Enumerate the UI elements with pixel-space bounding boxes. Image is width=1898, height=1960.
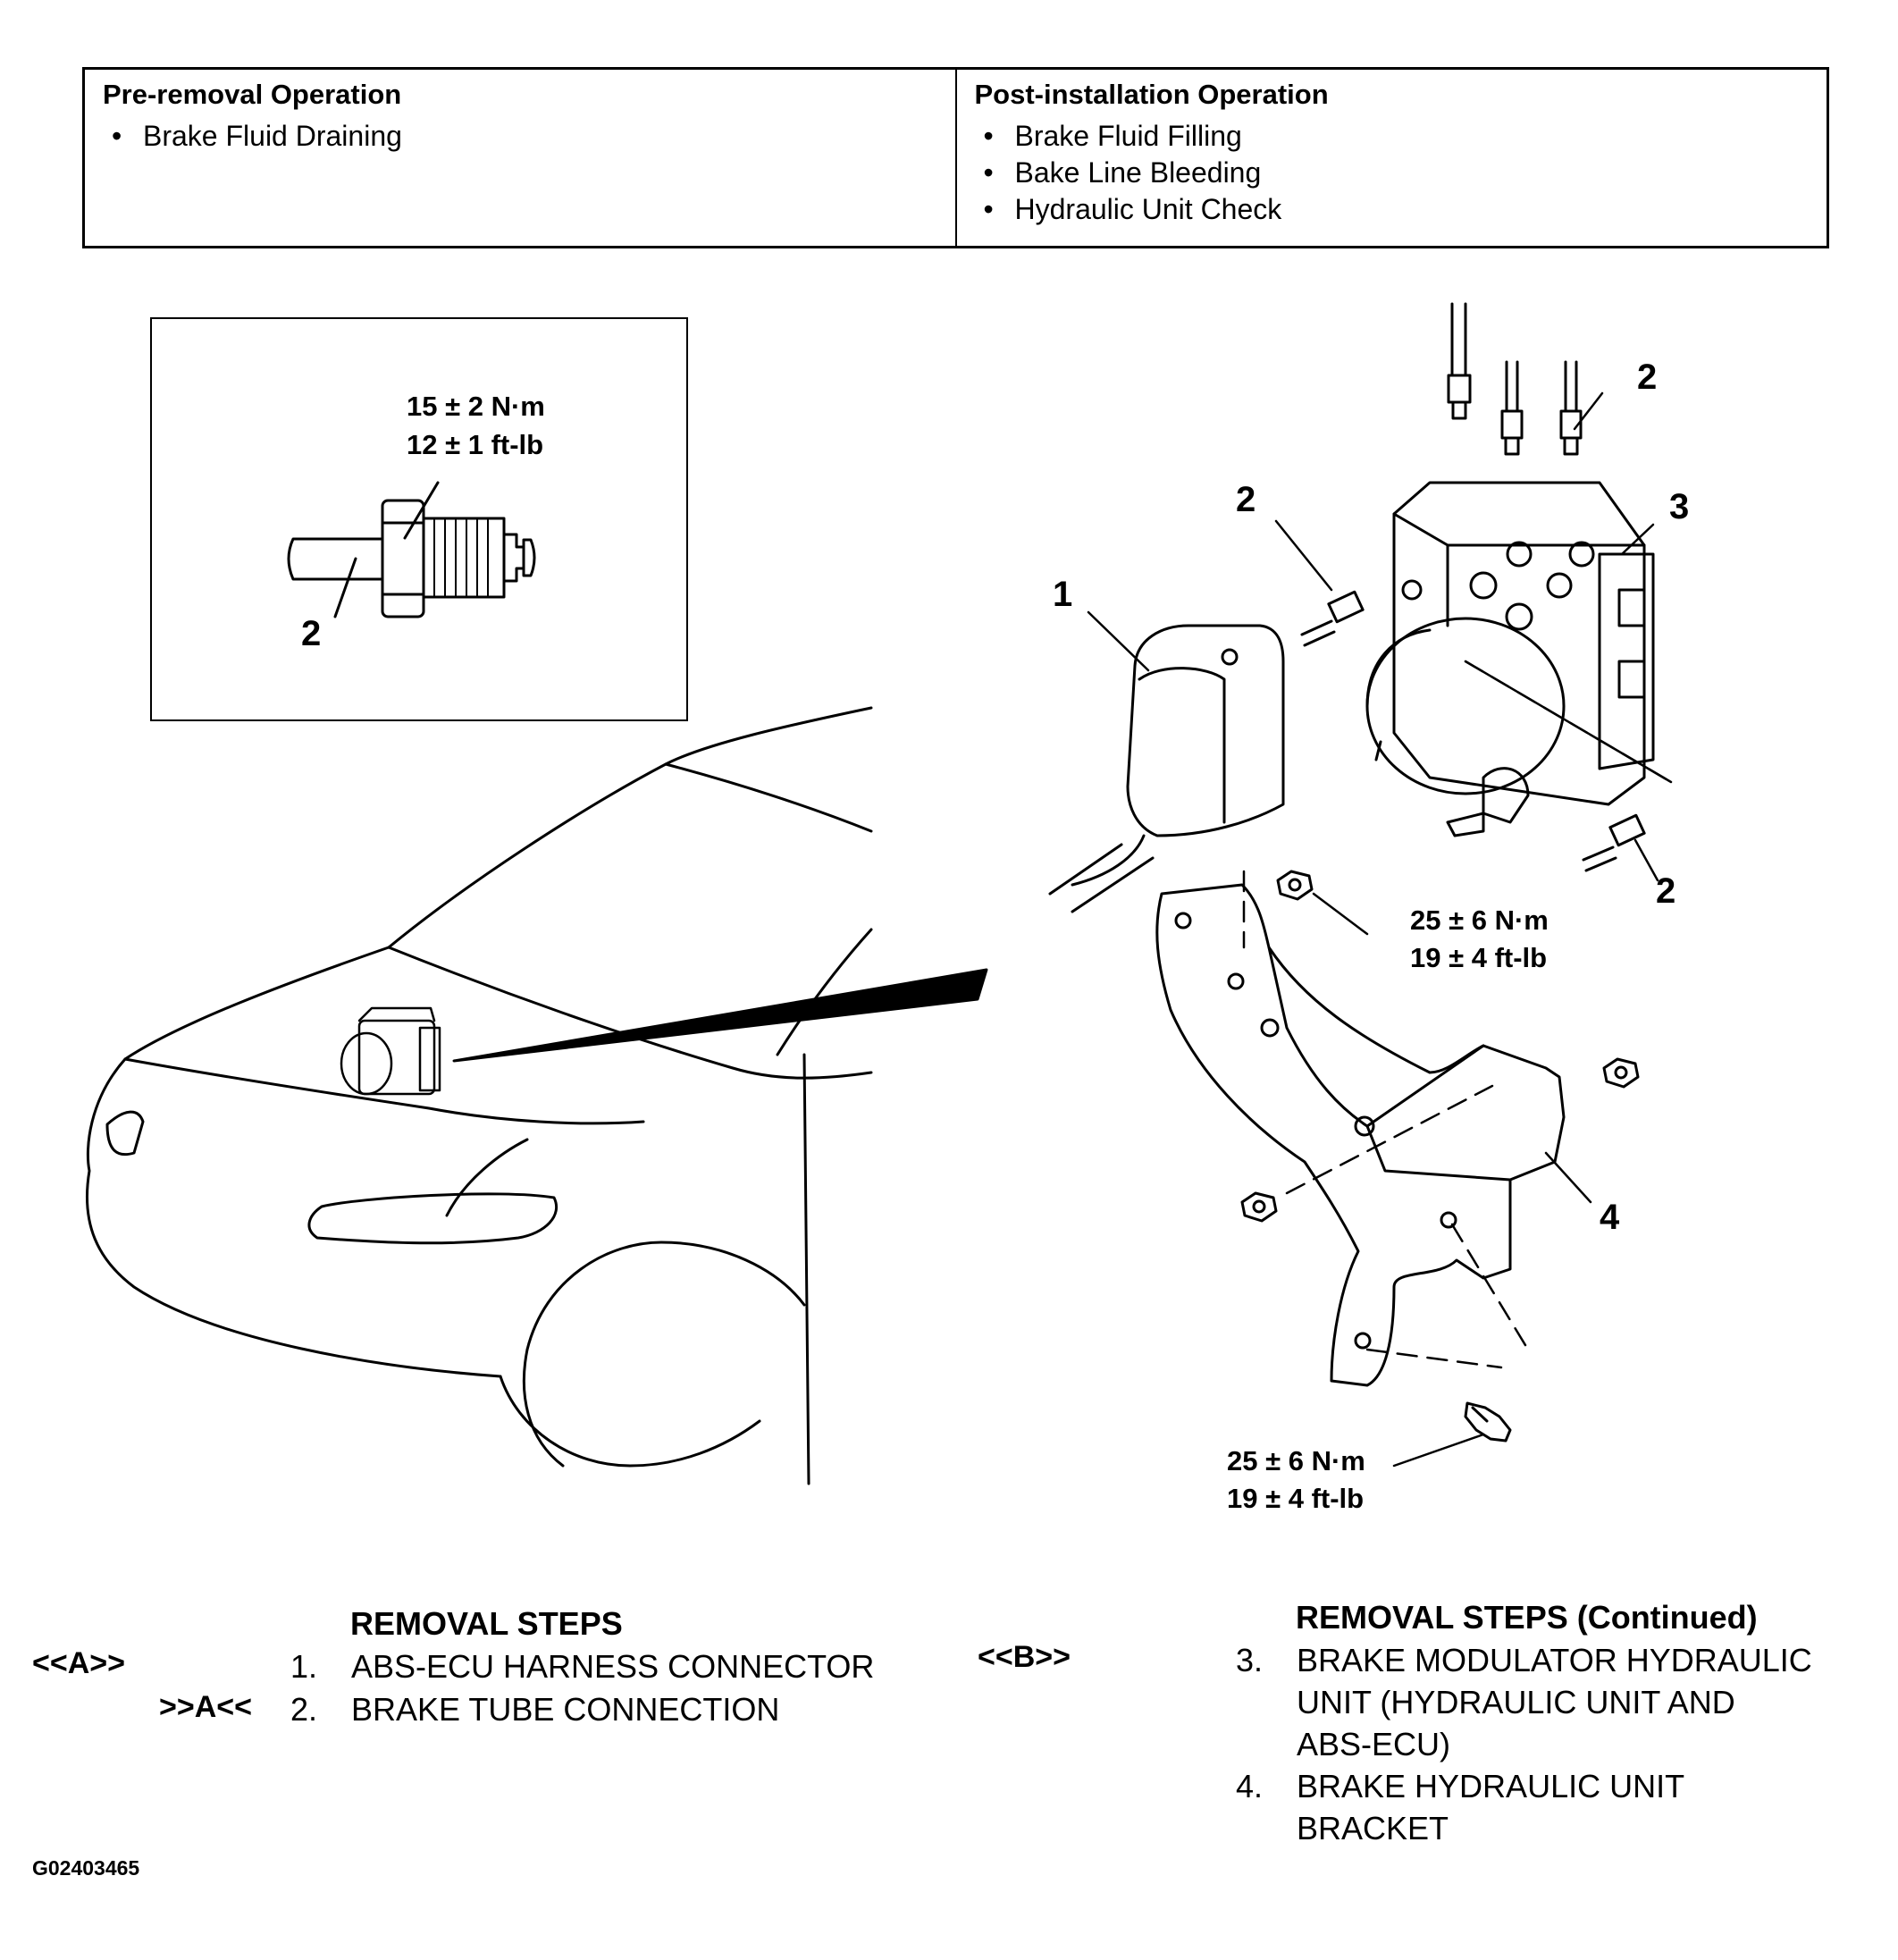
vehicle-outline [85,706,873,1485]
removal-steps-continued-heading: REMOVAL STEPS (Continued) [1296,1599,1758,1636]
inset-callout-2: 2 [301,614,321,653]
step-3-number: 3. [1236,1642,1264,1678]
operations-table: Pre-removal Operation Brake Fluid Draini… [82,67,1829,248]
callout-4-bracket: 4 [1600,1198,1620,1237]
post-installation-item: Bake Line Bleeding [975,155,1810,191]
step-4-text-line: BRAKE HYDRAULIC UNIT [1297,1768,1685,1804]
bracket-torque-lower-ftlb: 19 ± 4 ft-lb [1227,1483,1364,1514]
inset-torque-ftlb: 12 ± 1 ft-lb [407,429,543,460]
step-2: 2. BRAKE TUBE CONNECTION [290,1688,779,1730]
bracket-torque-lower-nm: 25 ± 6 N·m [1227,1445,1365,1476]
step-1-mark: <<A>> [32,1646,125,1680]
post-installation-item: Hydraulic Unit Check [975,191,1810,228]
step-3-text-line: UNIT (HYDRAULIC UNIT AND [1297,1684,1735,1720]
tube-fitting-inset-box [150,317,688,721]
step-4: 4. BRAKE HYDRAULIC UNIT BRACKET [1236,1765,1684,1849]
step-2-text: BRAKE TUBE CONNECTION [351,1691,780,1728]
post-installation-list: Brake Fluid Filling Bake Line Bleeding H… [975,118,1810,228]
flare-nut-illustration [287,481,536,618]
harness-connector [1048,624,1285,913]
callout-1-connector: 1 [1053,575,1072,614]
removal-steps-heading: REMOVAL STEPS [350,1605,623,1642]
leader-lines [1087,391,1659,1468]
pre-removal-heading: Pre-removal Operation [103,79,402,110]
bracket-torque-upper-nm: 25 ± 6 N·m [1410,904,1549,936]
removal-steps-continued: REMOVAL STEPS (Continued) [1296,1596,1758,1638]
post-installation-column: Post-installation Operation Brake Fluid … [954,70,1827,246]
callout-2-tube-left: 2 [1236,480,1256,519]
bracket-torque-upper-ftlb: 19 ± 4 ft-lb [1410,942,1547,973]
post-installation-item: Brake Fluid Filling [975,118,1810,155]
step-4-text-line: BRACKET [1297,1810,1449,1846]
pre-removal-item: Brake Fluid Draining [103,118,937,155]
callout-3-hydraulic-unit: 3 [1669,487,1689,526]
step-3-text-line: ABS-ECU) [1297,1726,1451,1762]
abs-unit-location-marker [340,1006,441,1096]
pre-removal-column: Pre-removal Operation Brake Fluid Draini… [85,70,955,246]
inset-torque-nm: 15 ± 2 N·m [407,391,545,422]
fasteners [1240,870,1640,1443]
callout-2-tube-top: 2 [1637,358,1657,397]
step-1: 1. ABS-ECU HARNESS CONNECTOR [290,1645,874,1687]
step-3: 3. BRAKE MODULATOR HYDRAULIC UNIT (HYDRA… [1236,1639,1812,1765]
brake-tubes [1300,302,1646,872]
callout-2-tube-right: 2 [1656,871,1675,911]
step-3-mark: <<B>> [978,1640,1071,1674]
removal-steps: REMOVAL STEPS [350,1602,623,1645]
post-installation-heading: Post-installation Operation [974,79,1329,110]
pre-removal-list: Brake Fluid Draining [103,118,937,155]
step-1-number: 1. [290,1648,318,1685]
step-1-text: ABS-ECU HARNESS CONNECTOR [351,1648,875,1685]
hydraulic-unit [1365,481,1655,837]
step-4-number: 4. [1236,1768,1264,1804]
step-2-number: 2. [290,1691,318,1728]
step-2-mark: >>A<< [159,1690,252,1724]
figure-id: G02403465 [32,1856,140,1880]
step-3-text-line: BRAKE MODULATOR HYDRAULIC [1297,1642,1812,1678]
